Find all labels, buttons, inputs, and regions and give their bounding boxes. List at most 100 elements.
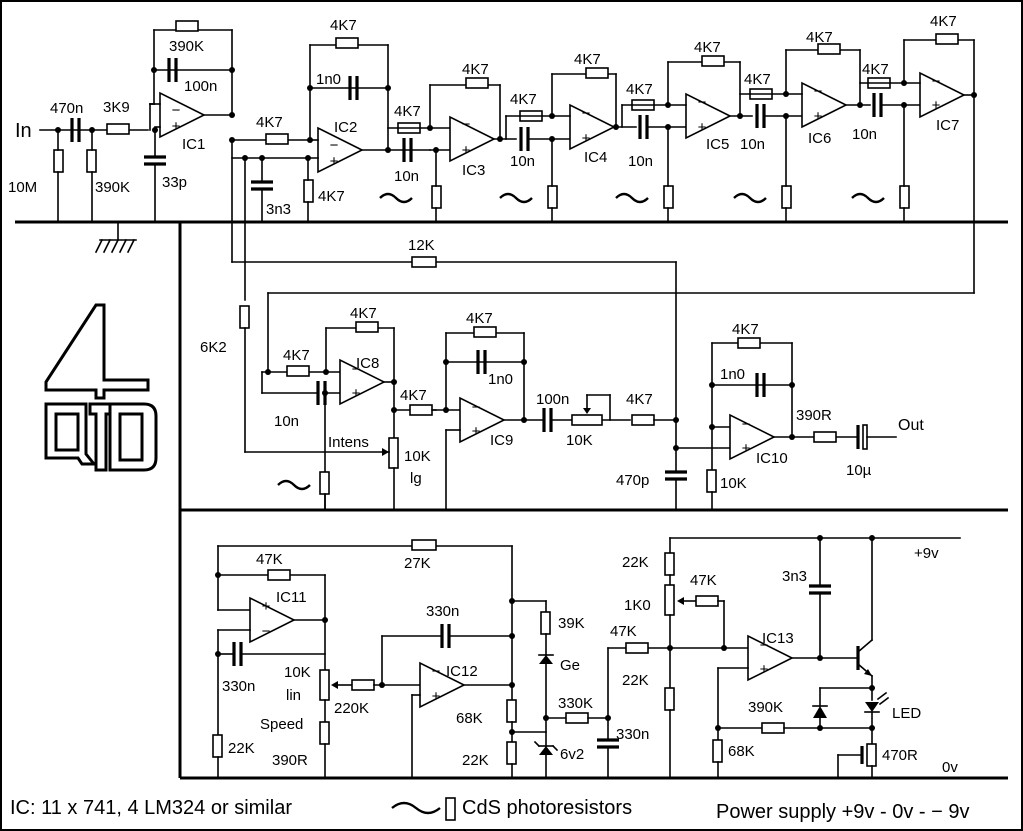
label-r-47k-ic11: 47K (256, 551, 283, 568)
label-c-3n3-driver: 3n3 (782, 568, 807, 585)
label-ic10: IC10 (756, 450, 788, 467)
lfo-section: + − − + (212, 539, 627, 779)
label-r-4k7-ic4-fb: 4K7 (574, 51, 601, 68)
label-pot-1k0: 1K0 (624, 597, 651, 614)
svg-text:+: + (432, 688, 441, 705)
footer-power-note: Power supply +9v - 0v - − 9v (716, 801, 969, 823)
logo-4qtd (44, 303, 158, 472)
label-c-1n0-ic10: 1n0 (720, 366, 745, 383)
svg-text:−: − (760, 637, 769, 654)
svg-text:+: + (462, 142, 471, 159)
svg-text:−: − (582, 105, 591, 122)
label-r-4k7-ic6-fb: 4K7 (806, 29, 833, 46)
svg-text:+: + (262, 598, 271, 615)
stage-8: − + (261, 321, 437, 511)
label-c-10n-ic4: 10n (510, 153, 535, 170)
label-pot-10k-ic8: 10K (404, 448, 431, 465)
cds-photoresistor-waves (379, 192, 885, 204)
ground-symbol (94, 221, 137, 254)
label-r-4k7-ic5-in: 4K7 (626, 81, 653, 98)
label-r-330k: 330K (558, 695, 593, 712)
stage-10: − + (665, 337, 897, 511)
label-led: LED (892, 705, 921, 722)
label-c-10n-ic8: 10n (274, 413, 299, 430)
label-r-4k7-ic6-in: 4K7 (744, 71, 771, 88)
label-c-330n-ic11: 330n (222, 678, 255, 695)
cds-legend-resistor (445, 797, 456, 821)
label-speed: Speed (260, 716, 303, 733)
label-c-10u-out: 10µ (846, 462, 872, 479)
stage-5: − + (621, 55, 753, 223)
label-r-470r: 470R (882, 747, 918, 764)
label-r-4k7-ic3-fb: 4K7 (462, 61, 489, 78)
label-r-4k7-ic4-in: 4K7 (510, 91, 537, 108)
label-pot-10k-ic9: 10K (566, 432, 593, 449)
svg-text:+: + (814, 108, 823, 125)
label-diode-ge: Ge (560, 657, 580, 674)
svg-text:+: + (932, 97, 941, 114)
stage-7: − + (859, 33, 977, 294)
label-r-4k7-ic9-out: 4K7 (626, 391, 653, 408)
label-ic6: IC6 (808, 130, 831, 147)
label-r-22k-ic12: 22K (462, 752, 489, 769)
label-r-4k7-ic2-fb: 4K7 (330, 17, 357, 34)
svg-text:+: + (472, 423, 481, 440)
label-r-47k-driver-b: 47K (610, 623, 637, 640)
label-r-390k-driver: 390K (748, 699, 783, 716)
svg-text:−: − (932, 73, 941, 90)
label-c-470n: 470n (50, 100, 83, 117)
label-ic5: IC5 (706, 136, 729, 153)
label-r-47k-driver-a: 47K (690, 572, 717, 589)
label-r-4k7-ic7-in: 4K7 (862, 61, 889, 78)
label-r-4k7-ic5-fb: 4K7 (694, 39, 721, 56)
label-ic9: IC9 (490, 432, 513, 449)
svg-text:−: − (352, 361, 361, 378)
label-r-4k7-ic7-fb: 4K7 (930, 13, 957, 30)
label-c-10n-ic6: 10n (740, 136, 765, 153)
svg-text:−: − (742, 416, 751, 433)
input-label: In (15, 120, 32, 142)
label-r-390r-out: 390R (796, 407, 832, 424)
footer-cds-note: CdS photoresistors (462, 797, 632, 819)
label-ic12: IC12 (446, 663, 478, 680)
label-rail-0v: 0v (942, 759, 958, 776)
label-ic3: IC3 (462, 162, 485, 179)
svg-text:+: + (582, 130, 591, 147)
label-r-220k: 220K (334, 700, 369, 717)
label-c-3n3: 3n3 (266, 201, 291, 218)
svg-text:+: + (742, 440, 751, 457)
stage-3: − + (387, 77, 517, 223)
label-r-39k: 39K (558, 615, 585, 632)
svg-text:−: − (432, 663, 441, 680)
label-r-390k-bias: 390K (95, 179, 130, 196)
label-ic7: IC7 (936, 117, 959, 134)
footer-ic-note: IC: 11 x 741, 4 LM324 or similar (10, 797, 292, 819)
label-r-68k-ic12: 68K (456, 710, 483, 727)
label-c-10n-ic7: 10n (852, 126, 877, 143)
svg-text:−: − (262, 623, 271, 640)
cds-legend-wave (391, 801, 441, 815)
stage-2: − + (229, 37, 431, 301)
label-r-27k: 27K (404, 555, 431, 572)
label-zener-6v2: 6v2 (560, 746, 584, 763)
label-lg: lg (410, 470, 422, 487)
label-r-4k7-ic9-in: 4K7 (400, 387, 427, 404)
stage-4: − + (505, 67, 637, 223)
label-c-470p: 470p (616, 472, 649, 489)
label-c-10n-ic3: 10n (394, 168, 419, 185)
label-ic8: IC8 (356, 355, 379, 372)
label-c-100n: 100n (184, 78, 217, 95)
label-r-68k-driver: 68K (728, 743, 755, 760)
label-intens: Intens (328, 434, 369, 451)
label-r-22k-driver-top: 22K (622, 554, 649, 571)
mix-network (231, 256, 975, 453)
label-r-10k-ic10: 10K (720, 475, 747, 492)
label-ic4: IC4 (584, 149, 607, 166)
led-driver-section: − + (625, 535, 961, 779)
label-r-4k7-ic2-in: 4K7 (256, 114, 283, 131)
label-ic1: IC1 (182, 136, 205, 153)
label-ic2: IC2 (334, 119, 357, 136)
label-r-4k7-ic9-fb: 4K7 (466, 310, 493, 327)
